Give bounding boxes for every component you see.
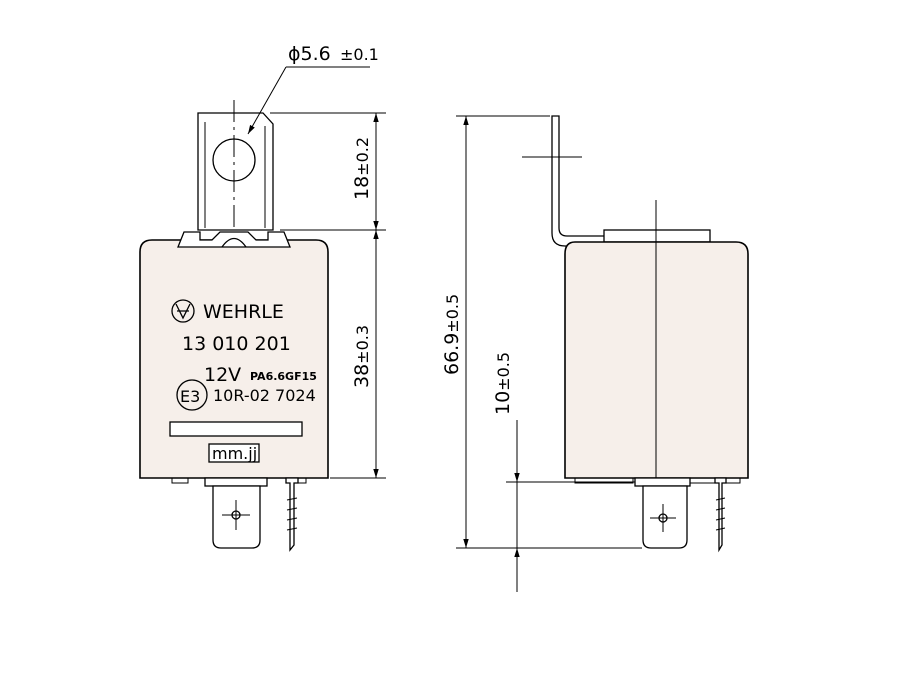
side-blade-terminal — [642, 485, 688, 549]
wehrle-logo-icon — [171, 299, 195, 323]
side-dimensions: 66.9±0.5 10±0.5 — [441, 115, 642, 592]
pin-length-tol: ±0.5 — [494, 352, 513, 391]
voltage-label: 12V — [204, 364, 241, 386]
side-view — [522, 115, 749, 553]
approval-mark: E3 — [180, 387, 200, 406]
front-dimensions: ϕ5.6 ±0.1 18±0.2 38±0.3 — [247, 43, 386, 479]
tab-height-value: 18 — [351, 176, 373, 200]
total-height-tol: ±0.5 — [443, 294, 462, 333]
date-code-box — [208, 443, 260, 463]
svg-text:10±0.5: 10±0.5 — [492, 352, 514, 415]
svg-text:66.9±0.5: 66.9±0.5 — [441, 294, 463, 375]
svg-text:18±0.2: 18±0.2 — [351, 137, 373, 200]
part-number: 13 010 201 — [182, 333, 291, 355]
mounting-tab — [197, 112, 274, 231]
side-pin-terminal — [714, 477, 727, 553]
pin-length-value: 10 — [492, 391, 514, 415]
approval-number: 10R-02 7024 — [213, 386, 316, 405]
e-mark-icon — [176, 379, 208, 411]
label-strip — [169, 421, 303, 437]
side-bent-tab — [551, 115, 606, 247]
date-code: mm.jj — [212, 444, 257, 463]
tab-height-tol: ±0.2 — [353, 137, 372, 176]
relay-body — [139, 239, 329, 479]
pin-terminal — [285, 477, 299, 552]
hole-diameter-label: ϕ5.6 — [288, 43, 331, 65]
body-height-value: 38 — [351, 364, 373, 388]
hole-diameter-tol: ±0.1 — [340, 45, 379, 64]
front-view: WEHRLE 13 010 201 12V PA6.6GF15 E3 10R-0… — [139, 100, 329, 552]
material-label: PA6.6GF15 — [250, 370, 317, 383]
brand-name: WEHRLE — [203, 301, 284, 323]
body-height-tol: ±0.3 — [353, 325, 372, 364]
total-height-value: 66.9 — [441, 333, 463, 375]
svg-text:38±0.3: 38±0.3 — [351, 325, 373, 388]
